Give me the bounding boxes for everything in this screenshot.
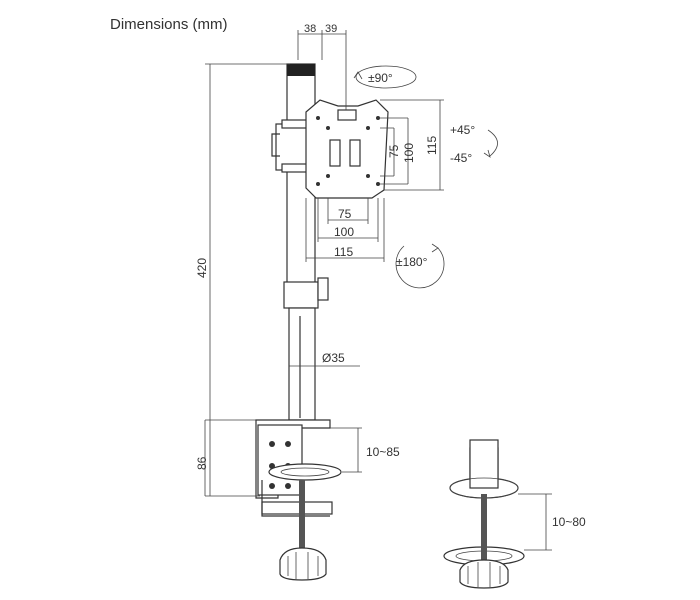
clamp-range-label: 10~85 xyxy=(366,445,400,459)
vesa-plate xyxy=(305,99,389,199)
rotation-90-indicator: ±90° xyxy=(353,65,417,89)
height-420-label: 420 xyxy=(195,258,209,278)
vesa-h-100-label: 100 xyxy=(334,225,354,239)
vesa-h-75-label: 75 xyxy=(338,207,352,221)
diameter-dimension: Ø35 xyxy=(289,351,360,367)
rotate-180-label: ±180° xyxy=(396,255,428,269)
diameter-label: Ø35 xyxy=(322,351,345,365)
tilt-down-label: -45° xyxy=(450,151,472,165)
rotation-180-indicator: ±180° xyxy=(395,243,445,289)
grommet-range-dimension: 10~80 xyxy=(518,493,586,551)
tilt-indicator: +45° -45° xyxy=(450,123,498,165)
pole-width-a-label: 38 xyxy=(304,23,316,35)
clamp-height-dimension: 86 xyxy=(195,420,260,497)
vesa-vertical-dimensions: 75 100 115 xyxy=(380,99,444,191)
vesa-v-115-label: 115 xyxy=(425,136,439,155)
vesa-horizontal-dimensions: 75 100 115 xyxy=(305,198,385,262)
tilt-up-label: +45° xyxy=(450,123,475,137)
rotate-90-label: ±90° xyxy=(368,71,393,85)
grommet-range-label: 10~80 xyxy=(552,515,586,529)
top-width-dimension: 38 39 xyxy=(297,23,347,110)
clamp-range-dimension: 10~85 xyxy=(330,427,400,473)
clamp-height-label: 86 xyxy=(195,456,209,470)
vesa-h-115-label: 115 xyxy=(334,245,353,259)
height-dimension: 420 xyxy=(195,63,290,496)
vesa-v-75-label: 75 xyxy=(387,144,401,158)
grommet-mount xyxy=(443,439,525,589)
page-title: Dimensions (mm) xyxy=(110,16,228,33)
vesa-v-100-label: 100 xyxy=(402,143,416,163)
c-clamp xyxy=(255,419,342,581)
pole-width-b-label: 39 xyxy=(325,23,337,35)
